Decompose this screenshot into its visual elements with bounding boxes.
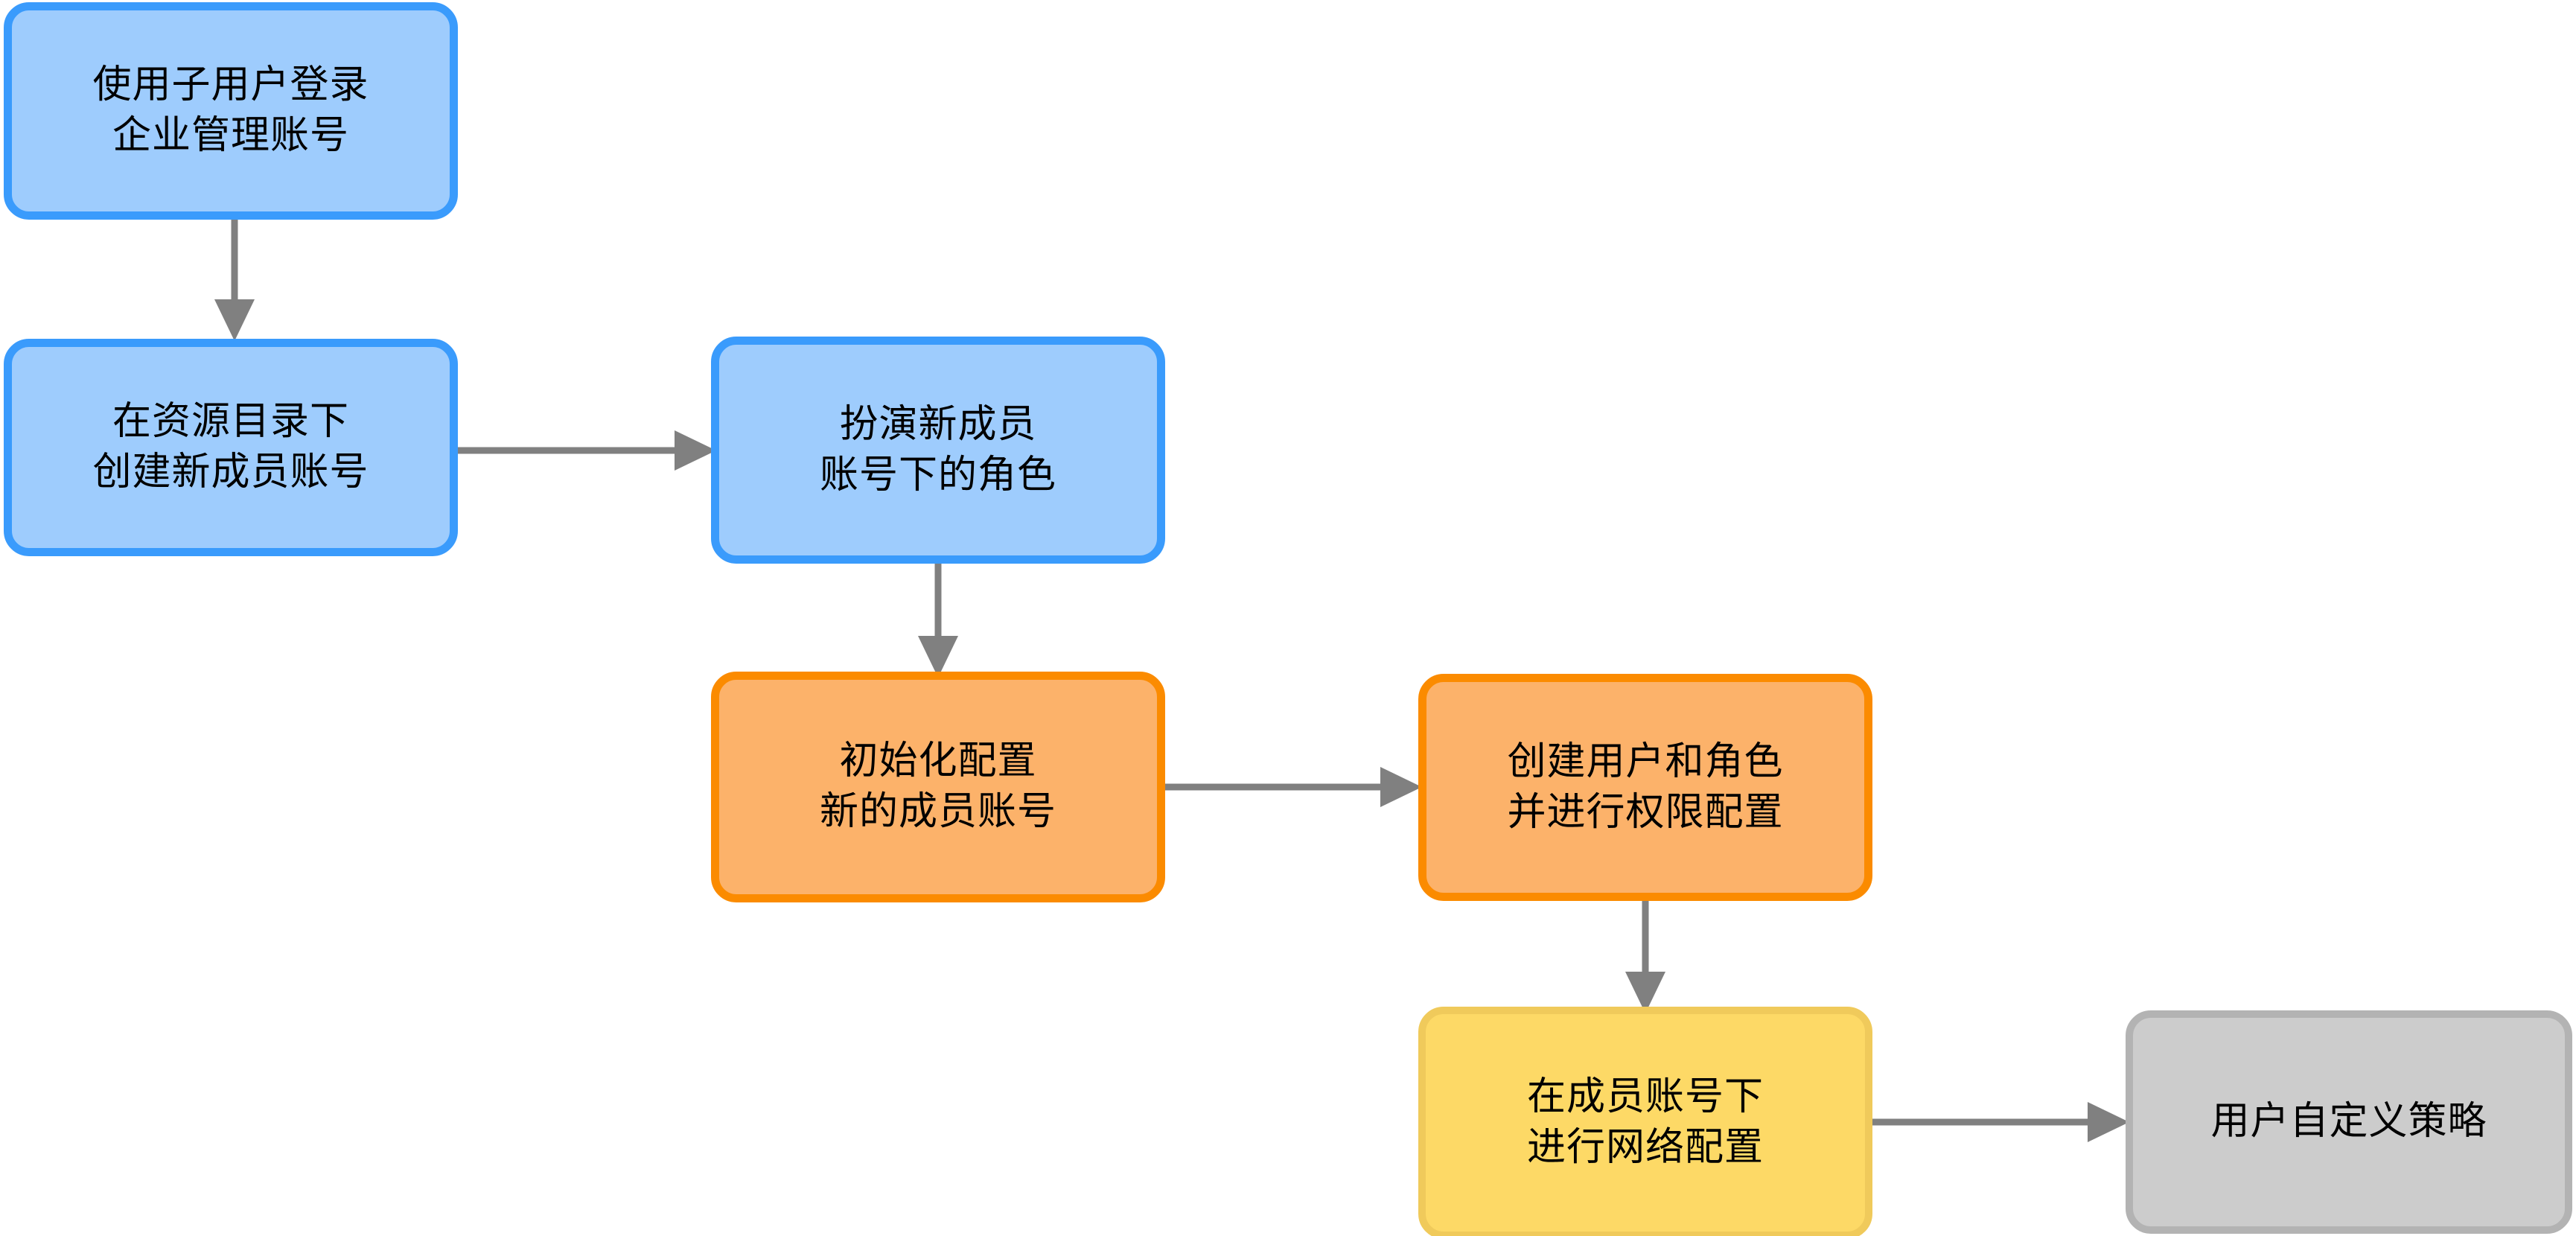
node-init-member-account[interactable]: 初始化配置 新的成员账号 — [711, 672, 1165, 902]
edge-assume-role-to-init-account — [912, 560, 964, 679]
node-custom-policy[interactable]: 用户自定义策略 — [2126, 1010, 2572, 1234]
node-login-enterprise-account[interactable]: 使用子用户登录 企业管理账号 — [4, 2, 458, 220]
node-create-users-roles-label: 创建用户和角色 并进行权限配置 — [1507, 739, 1784, 835]
node-create-member-account[interactable]: 在资源目录下 创建新成员账号 — [4, 339, 458, 556]
edge-create-member-to-assume-role — [454, 424, 718, 477]
node-create-users-roles[interactable]: 创建用户和角色 并进行权限配置 — [1418, 674, 1872, 901]
node-create-member-account-label: 在资源目录下 创建新成员账号 — [92, 399, 369, 494]
edge-create-users-to-network-config — [1619, 897, 1671, 1016]
edge-network-config-to-custom-policy — [1867, 1096, 2132, 1148]
node-init-member-account-label: 初始化配置 新的成员账号 — [819, 739, 1056, 834]
node-custom-policy-label: 用户自定义策略 — [2210, 1099, 2487, 1144]
node-assume-member-role-label: 扮演新成员 账号下的角色 — [819, 401, 1056, 497]
edge-init-account-to-create-users — [1160, 761, 1424, 813]
node-network-config[interactable]: 在成员账号下 进行网络配置 — [1418, 1007, 1872, 1236]
edge-login-to-create-member — [208, 216, 261, 343]
node-network-config-label: 在成员账号下 进行网络配置 — [1526, 1074, 1764, 1170]
node-assume-member-role[interactable]: 扮演新成员 账号下的角色 — [711, 337, 1165, 564]
node-login-enterprise-account-label: 使用子用户登录 企业管理账号 — [92, 63, 369, 158]
